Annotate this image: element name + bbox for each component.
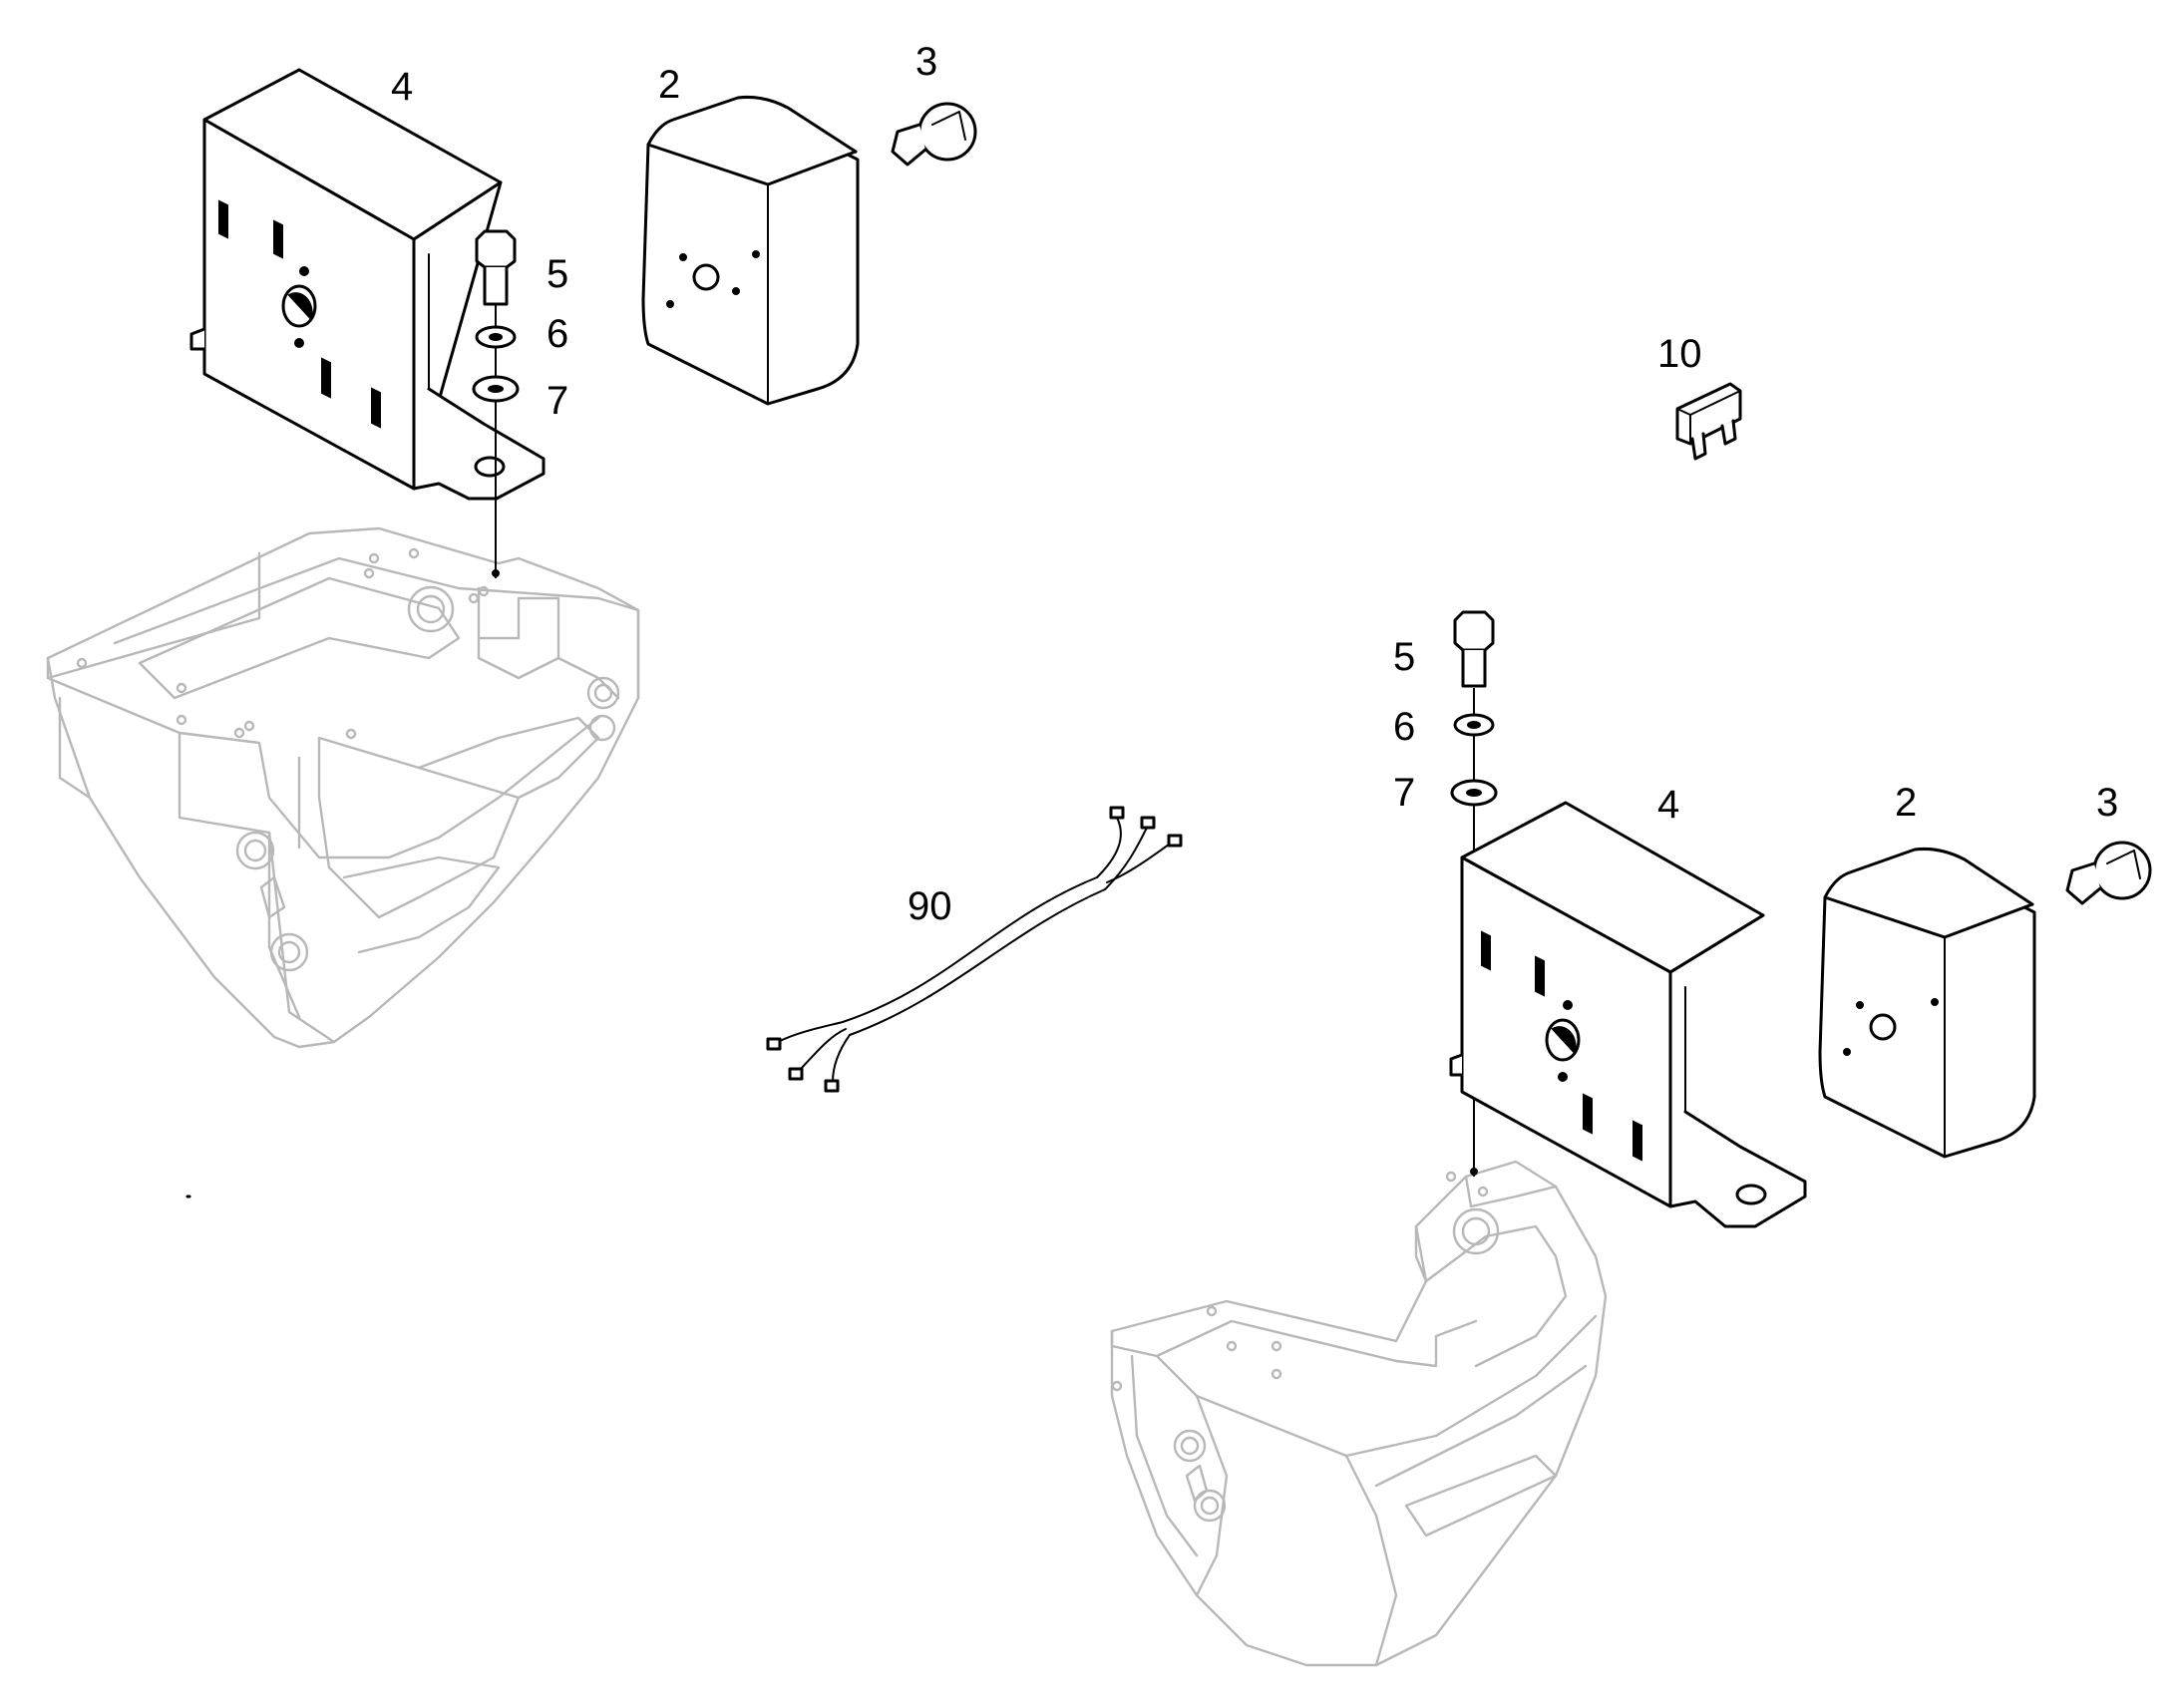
callout-left-bracket: 4: [391, 65, 413, 109]
callout-fuse: 10: [1657, 332, 1702, 376]
callout-left-lamp: 2: [658, 63, 680, 107]
callout-right-bolt: 5: [1393, 635, 1415, 679]
left-chassis-frame: [46, 526, 640, 1049]
callout-left-bulb: 3: [915, 40, 937, 84]
right-lamp-housing: [1818, 848, 2036, 1159]
callout-left-bolt: 5: [546, 252, 568, 296]
callout-right-washer: 6: [1393, 705, 1415, 749]
right-lamp-bracket: [1449, 801, 1807, 1228]
callout-labels: 4 2 3 5 6 7 10 90 5 6 7 4 2 3: [391, 40, 2118, 928]
left-fastener-stack: [472, 229, 520, 578]
fuse: [1675, 382, 1742, 461]
callout-right-bulb: 3: [2096, 781, 2118, 825]
right-chassis-frame: [1110, 1160, 1608, 1667]
callout-right-bracket: 4: [1657, 783, 1679, 827]
left-lamp-bulb: [891, 102, 977, 167]
callout-right-lock-washer: 7: [1393, 771, 1415, 815]
left-lamp-housing: [641, 96, 860, 406]
callout-left-lock-washer: 7: [546, 379, 568, 423]
callout-harness: 90: [908, 884, 952, 928]
callout-left-washer: 6: [546, 312, 568, 356]
callout-right-lamp: 2: [1895, 781, 1917, 825]
wiring-harness: [766, 806, 1183, 1093]
left-lamp-bracket: [185, 68, 545, 1198]
right-lamp-bulb: [2065, 841, 2152, 905]
